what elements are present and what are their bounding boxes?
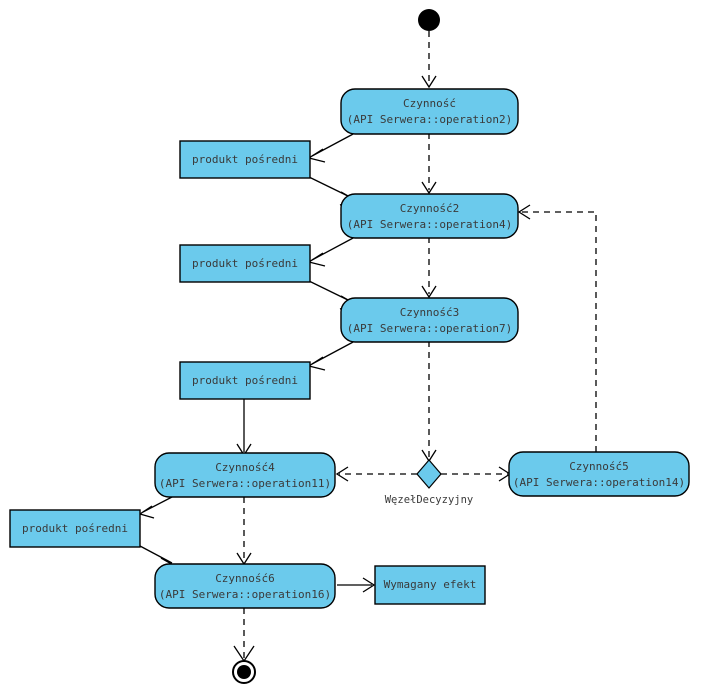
object-o3-label: produkt pośredni <box>192 374 298 387</box>
decision-d1-shape[interactable] <box>416 459 442 489</box>
arrowhead-a6-to-o5 <box>362 577 376 593</box>
object-o5-shape[interactable] <box>374 565 486 605</box>
arrowhead-a5-to-a2-loop <box>517 204 531 220</box>
decision-d1-label: WęzełDecyzyjny <box>385 494 474 506</box>
activity-a2-title: Czynność2 <box>400 202 460 215</box>
arrowhead-decision-to-a4 <box>335 466 349 482</box>
activity-a5-shape[interactable] <box>508 451 690 497</box>
activity-a4-shape[interactable] <box>154 452 336 498</box>
final-node-core[interactable] <box>237 665 251 679</box>
activity-a5-subtitle: (API Serwera::operation14) <box>513 476 685 489</box>
activity-node-a1[interactable]: Czynność (API Serwera::operation2) <box>340 88 519 135</box>
activity-node-a6[interactable]: Czynność6 (API Serwera::operation16) <box>154 563 336 609</box>
activity-a6-title: Czynność6 <box>215 572 275 585</box>
initial-node[interactable] <box>418 9 440 31</box>
activity-a1-subtitle: (API Serwera::operation2) <box>347 113 513 126</box>
object-o1-shape[interactable] <box>179 140 311 179</box>
activity-node-a2[interactable]: Czynność2 (API Serwera::operation4) <box>340 193 519 239</box>
activity-a6-subtitle: (API Serwera::operation16) <box>159 588 331 601</box>
object-o4-label: produkt pośredni <box>22 522 128 535</box>
object-o2-label: produkt pośredni <box>192 257 298 270</box>
object-o1-label: produkt pośredni <box>192 153 298 166</box>
flow-o4-to-a6 <box>139 545 173 564</box>
arrowhead-a1-to-a2 <box>421 181 437 195</box>
activity-a1-title: Czynność <box>403 97 456 110</box>
final-node[interactable] <box>232 660 256 684</box>
arrowhead-a2-to-a3 <box>421 285 437 299</box>
object-node-o3[interactable]: produkt pośredni <box>179 361 311 400</box>
object-o2-shape[interactable] <box>179 244 311 283</box>
activity-a6-shape[interactable] <box>154 563 336 609</box>
object-o3-shape[interactable] <box>179 361 311 400</box>
activity-a4-subtitle: (API Serwera::operation11) <box>159 477 331 490</box>
object-o5-label: Wymagany efekt <box>384 578 477 591</box>
activity-a2-subtitle: (API Serwera::operation4) <box>347 218 513 231</box>
object-node-o2[interactable]: produkt pośredni <box>179 244 311 283</box>
object-o4-shape[interactable] <box>9 509 141 548</box>
activity-a3-subtitle: (API Serwera::operation7) <box>347 322 513 335</box>
activity-a1-shape[interactable] <box>340 88 519 135</box>
activity-node-a4[interactable]: Czynność4 (API Serwera::operation11) <box>154 452 336 498</box>
activity-a3-title: Czynność3 <box>400 306 460 319</box>
activity-node-a5[interactable]: Czynność5 (API Serwera::operation14) <box>508 451 690 497</box>
arrowhead-initial-to-a1 <box>421 75 437 89</box>
object-node-o4[interactable]: produkt pośredni <box>9 509 141 548</box>
decision-node-d1[interactable]: WęzełDecyzyjny <box>385 459 474 506</box>
object-node-o1[interactable]: produkt pośredni <box>179 140 311 179</box>
activity-a4-title: Czynność4 <box>215 461 275 474</box>
activity-a5-title: Czynność5 <box>569 460 629 473</box>
flow-a5-to-a2-loop <box>521 211 597 452</box>
activity-a2-shape[interactable] <box>340 193 519 239</box>
activity-node-a3[interactable]: Czynność3 (API Serwera::operation7) <box>340 297 519 343</box>
object-node-o5[interactable]: Wymagany efekt <box>374 565 486 605</box>
activity-a3-shape[interactable] <box>340 297 519 343</box>
